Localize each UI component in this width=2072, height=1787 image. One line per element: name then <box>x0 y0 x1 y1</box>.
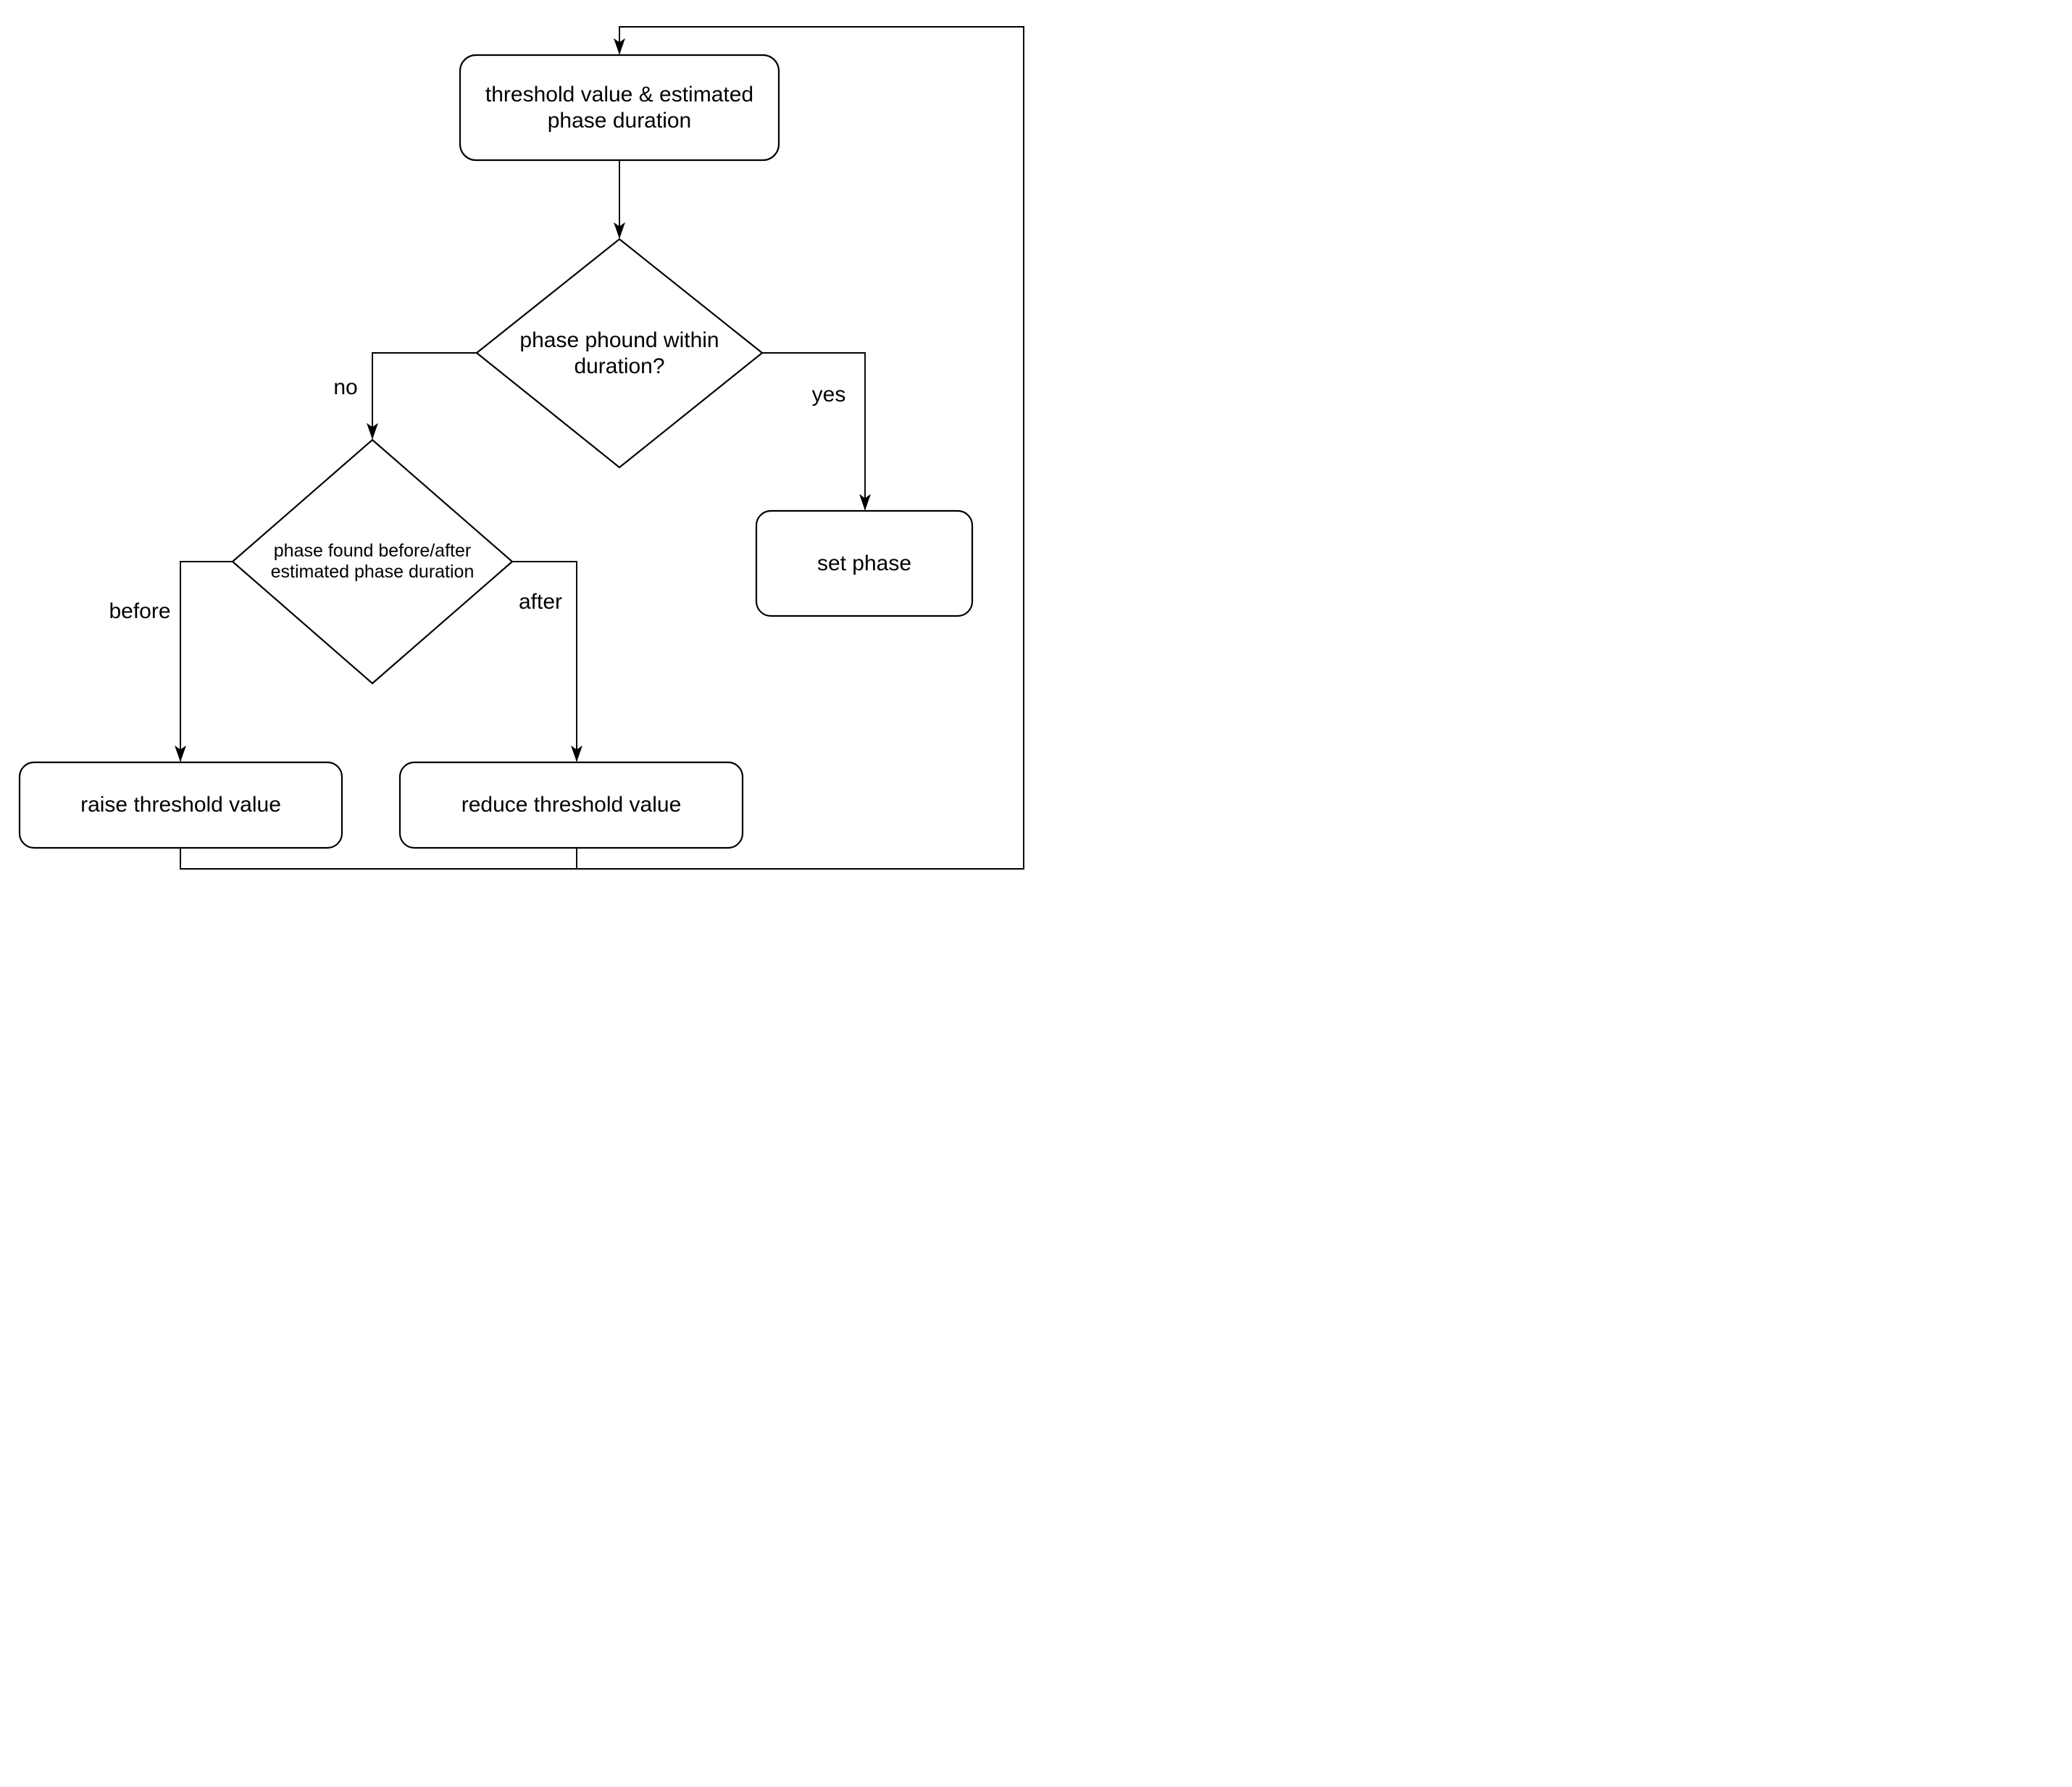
flowchart-svg <box>18 26 1024 870</box>
start-node-label: threshold value & estimated phase durati… <box>485 83 754 133</box>
set-phase-node-label: set phase <box>816 551 912 575</box>
edge-label-before: before <box>109 599 171 624</box>
reduce-threshold-node-label: reduce threshold value <box>461 793 682 817</box>
reduce-threshold-node-shape <box>398 761 744 849</box>
decision-before-after-shape <box>231 438 514 685</box>
flowchart-canvas: threshold value & estimated phase durati… <box>0 0 1036 894</box>
edge-after <box>512 561 577 761</box>
edge-yes <box>762 352 865 509</box>
edge-label-no: no <box>333 375 358 399</box>
set-phase-node-shape <box>755 509 974 617</box>
decision-within-shape <box>475 238 764 469</box>
edge-label-after: after <box>518 590 563 615</box>
edge-before <box>180 561 233 761</box>
edge-no <box>372 352 477 438</box>
edge-feedback-loop <box>180 26 1024 870</box>
start-node-shape <box>459 54 780 162</box>
decision-before-after-label: phase found before/after estimated phase… <box>270 540 475 583</box>
raise-threshold-node-shape <box>18 761 343 849</box>
decision-within-label: phase phound within duration? <box>519 328 719 378</box>
edge-label-yes: yes <box>811 382 846 407</box>
raise-threshold-node-label: raise threshold value <box>80 793 281 817</box>
